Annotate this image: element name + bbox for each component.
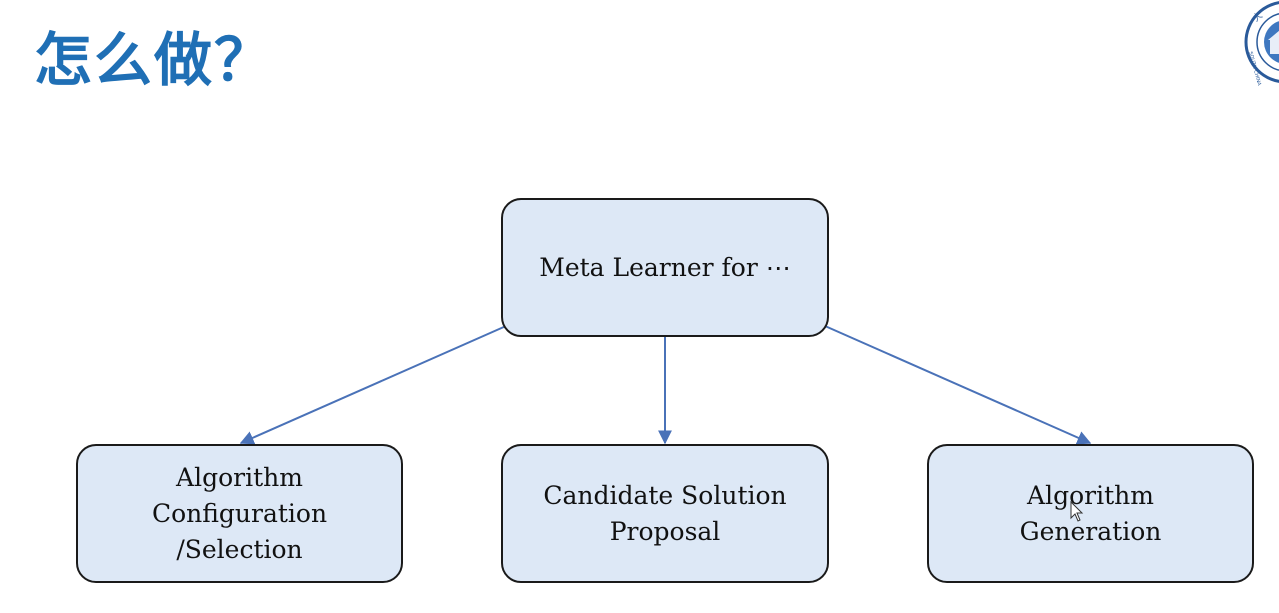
child-node-proposal: Candidate Solution Proposal: [501, 444, 829, 583]
child-node-generation: Algorithm Generation: [927, 444, 1254, 583]
university-seal-icon: 大 SOUTH CHINA: [1244, 1, 1279, 87]
child-node-configuration-label: Algorithm Configuration /Selection: [151, 462, 328, 564]
mouse-pointer-icon: [1070, 501, 1084, 522]
root-node-label: Meta Learner for ⋯: [539, 252, 791, 282]
edge-root-to-configuration: [239, 325, 507, 445]
child-node-configuration: Algorithm Configuration /Selection: [76, 444, 403, 583]
edge-root-to-generation: [824, 325, 1092, 445]
child-node-proposal-label: Candidate Solution Proposal: [543, 480, 787, 546]
child-node-generation-label: Algorithm Generation: [1019, 480, 1162, 546]
page-title: 怎么做？: [34, 26, 275, 94]
root-node: Meta Learner for ⋯: [501, 198, 829, 337]
